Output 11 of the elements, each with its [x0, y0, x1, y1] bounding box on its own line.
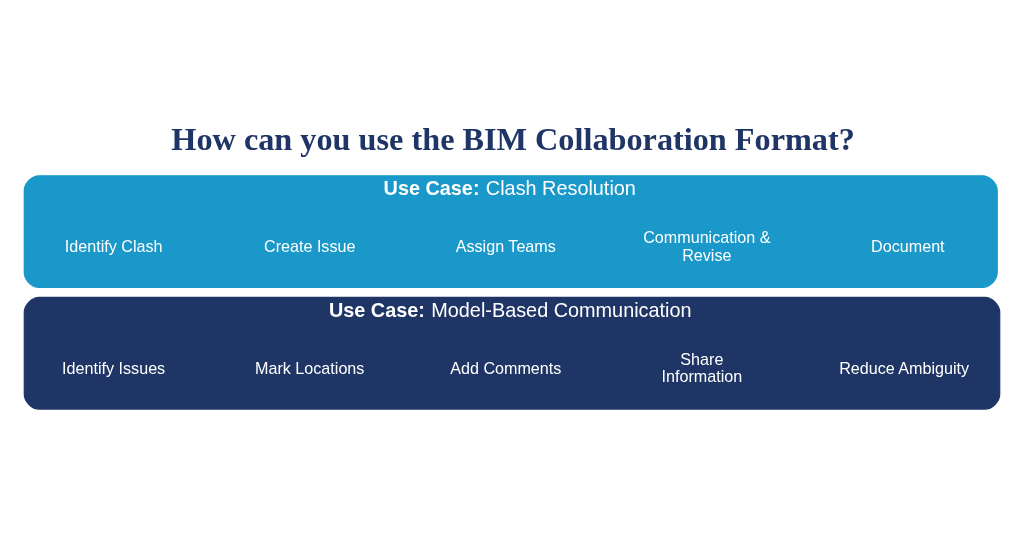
node-text: Identify Clash	[64, 236, 163, 255]
node-text: Create Issue	[264, 236, 356, 255]
node-text: Add Comments	[450, 358, 562, 377]
diagram-title: How can you use the BIM Collaboration Format?	[171, 120, 855, 156]
node-text: Reduce Ambiguity	[839, 358, 970, 377]
node-text: Communication & Revise	[643, 227, 771, 264]
node-text: Assign Teams	[455, 236, 556, 255]
node-text: Document	[871, 236, 945, 255]
node-text: Mark Locations	[255, 358, 365, 377]
node-text: Identify Issues	[62, 358, 166, 377]
node-text: Share Information	[661, 349, 743, 385]
